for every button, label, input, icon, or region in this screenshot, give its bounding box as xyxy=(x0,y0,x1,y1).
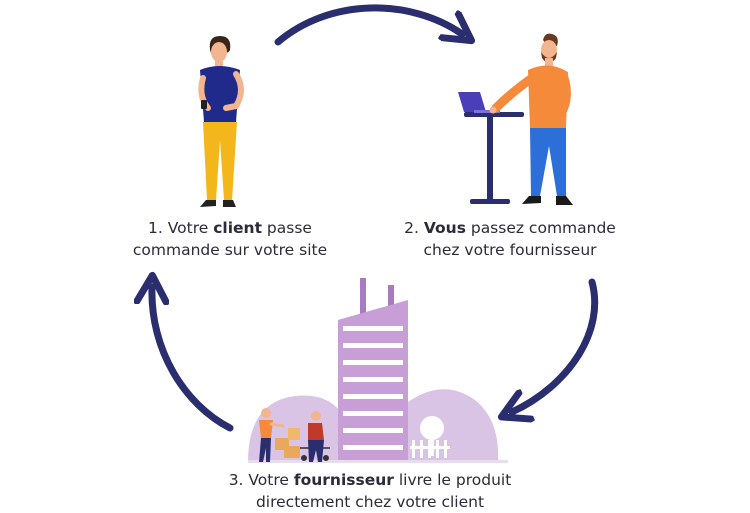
step-3-caption: 3. Votre fournisseur livre le produit di… xyxy=(200,469,540,513)
arrow-top xyxy=(274,4,462,46)
step-2-line-2: chez votre fournisseur xyxy=(423,241,597,259)
client-illustration xyxy=(198,36,244,207)
step-3-line-2: directement chez votre client xyxy=(255,493,485,511)
step-1-line-1: 1. Votre client passe xyxy=(148,219,312,237)
step-3-line-1: 3. Votre fournisseur livre le produit xyxy=(228,471,512,489)
step-1-caption: 1. Votre client passe commande sur votre… xyxy=(95,217,365,261)
step-1-line-2: commande sur votre site xyxy=(132,241,328,259)
arrow-left xyxy=(152,287,234,432)
step-2-line-1: 2. Vous passez commande xyxy=(404,219,616,237)
arrow-right xyxy=(512,278,599,412)
supplier-illustration xyxy=(248,278,508,463)
delivery-cycle-diagram xyxy=(0,4,599,463)
merchant-illustration xyxy=(458,33,573,205)
step-2-caption: 2. Vous passez commande chez votre fourn… xyxy=(375,217,645,261)
